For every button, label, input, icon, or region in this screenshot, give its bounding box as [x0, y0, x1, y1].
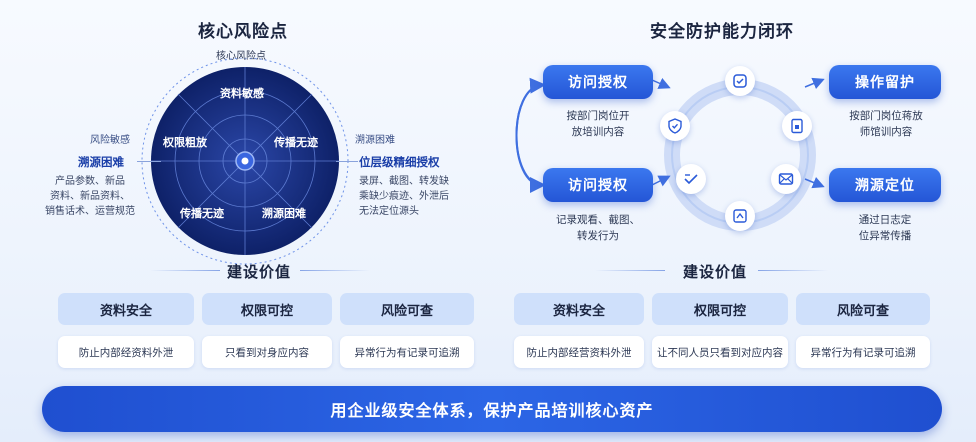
value-card-title: 资料安全	[514, 293, 644, 325]
pill-operation-record: 操作留护	[829, 65, 941, 99]
value-card-desc: 异常行为有记录可追溯	[340, 336, 474, 368]
value-card-desc: 防止内部经资料外泄	[58, 336, 194, 368]
right-annotation-text: 录屏、截图、转发缺 乘缺少痕迹、外泄后 无法定位源头	[359, 176, 449, 217]
risk-radar	[141, 58, 349, 265]
radar-sector-label: 溯源困难	[262, 207, 306, 220]
value-card-title: 风险可查	[796, 293, 930, 325]
file-lock-icon	[782, 111, 812, 141]
divider-line	[150, 270, 220, 271]
shield-check-icon	[725, 66, 755, 96]
window-lock-icon	[725, 201, 755, 231]
left-title: 核心风险点	[198, 22, 288, 42]
value-card-desc: 只看到对身应内容	[202, 336, 332, 368]
desc-access-bottom: 记录观看、截图、 转发行为	[556, 214, 640, 242]
radar-sector-label: 传播无迹	[180, 207, 224, 220]
pill-access-auth-top: 访问授权	[543, 65, 653, 99]
right-title: 安全防护能力闭环	[650, 22, 794, 42]
radar-top-label: 核心风险点	[216, 51, 266, 62]
right-value-title: 建设价值	[683, 263, 748, 281]
value-card-title: 权限可控	[202, 293, 332, 325]
pill-trace-locate: 溯源定位	[829, 168, 941, 202]
right-annotation-heading: 位层级精细授权	[359, 155, 440, 169]
pill-access-auth-bottom: 访问授权	[543, 168, 653, 202]
radar-sector-label: 资料敏感	[220, 87, 264, 100]
right-annotation-subtitle: 溯源困难	[355, 135, 395, 146]
right-connector	[336, 161, 358, 162]
value-card-desc: 异常行为有记录可追溯	[796, 336, 930, 368]
shield-check-icon	[660, 111, 690, 141]
desc-operation: 按部门岗位蒋放 师馆训内容	[849, 110, 923, 138]
left-value-title: 建设价值	[227, 263, 292, 281]
desc-access-top: 按部门岗位开 放培训内容	[566, 110, 630, 138]
divider-line	[595, 270, 665, 271]
radar-sector-label: 权限粗放	[163, 136, 207, 149]
divider-line	[300, 270, 370, 271]
left-annotation-subtitle: 风险敏感	[90, 135, 130, 146]
bottom-banner: 用企业级安全体系，保护产品培训核心资产	[42, 386, 942, 432]
value-card-title: 资料安全	[58, 293, 194, 325]
radar-sector-label: 传播无迹	[274, 136, 318, 149]
left-annotation-heading: 溯源困难	[78, 155, 124, 169]
desc-trace: 通过日志定 位异常传播	[858, 214, 912, 242]
value-card-desc: 让不同人员只看到对应内容	[652, 336, 788, 368]
left-connector	[137, 161, 161, 162]
envelope-icon	[771, 164, 801, 194]
left-annotation-text: 产品参数、新品 资料、新品资料、 销售话术、运营规范	[45, 176, 135, 217]
divider-line	[758, 270, 828, 271]
value-card-title: 风险可查	[340, 293, 474, 325]
value-card-desc: 防止内部经营资料外泄	[514, 336, 644, 368]
value-card-title: 权限可控	[652, 293, 788, 325]
doc-check-icon	[676, 164, 706, 194]
